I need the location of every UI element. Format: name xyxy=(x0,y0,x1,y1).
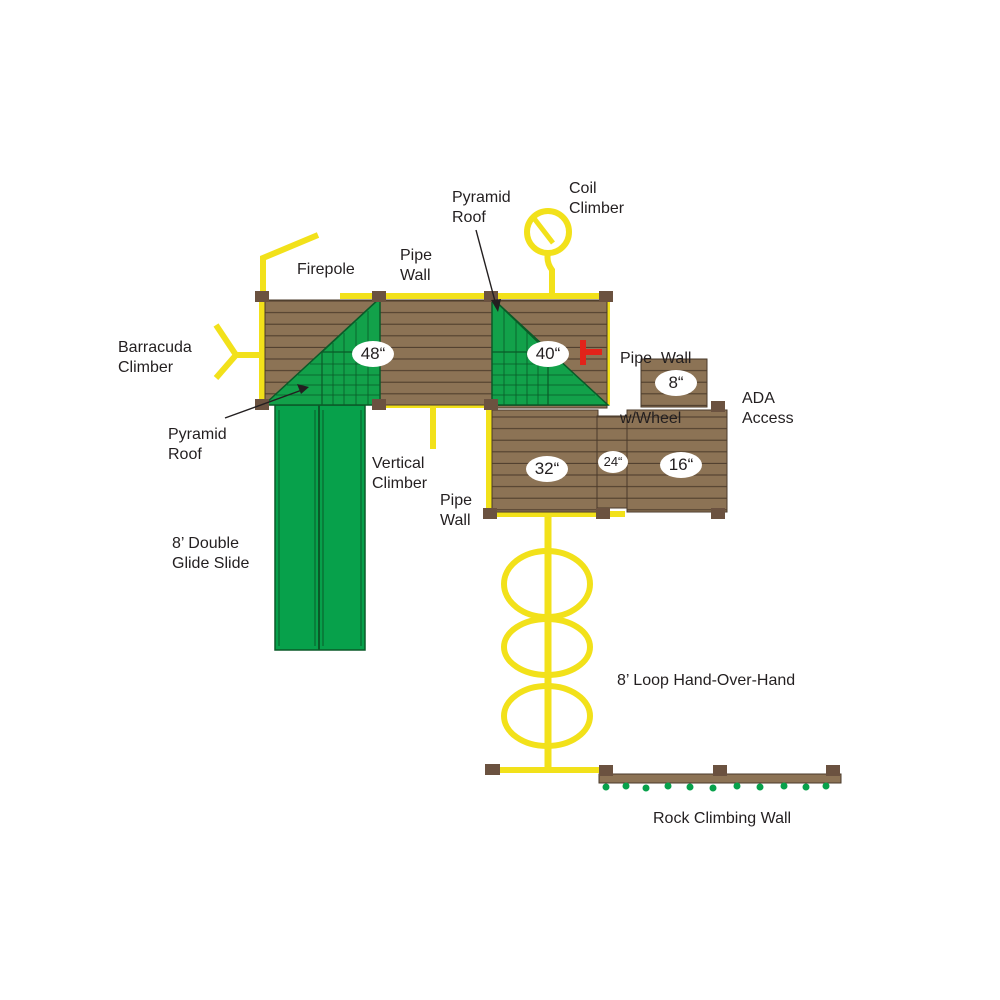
badge-deck-8: 8“ xyxy=(655,370,697,396)
badge-deck-40: 40“ xyxy=(527,341,569,367)
steering-wheel xyxy=(580,340,602,365)
deck-middle xyxy=(379,299,493,406)
firepole xyxy=(260,232,320,297)
label-coil-climber: Coil Climber xyxy=(569,180,625,217)
label-firepole: Firepole xyxy=(297,261,355,278)
badge-deck-32: 32“ xyxy=(526,456,568,482)
double-glide-slide xyxy=(274,404,366,651)
barracuda-climber xyxy=(213,323,261,380)
label-rock-climbing-wall: Rock Climbing Wall xyxy=(653,810,792,827)
label-double-glide-slide: 8’ Double Glide Slide xyxy=(172,535,250,572)
label-pipe-wall-top: Pipe Wall xyxy=(400,247,433,284)
label-pipe-wall-bottom: Pipe Wall xyxy=(440,492,473,529)
label-vertical-climber: Vertical Climber xyxy=(372,455,428,492)
loop-hand-over-hand xyxy=(495,514,605,773)
label-ada-access: ADA Access xyxy=(742,390,794,427)
badge-deck-24: 24“ xyxy=(598,451,628,473)
label-pyramid-roof-top: Pyramid Roof xyxy=(452,189,511,226)
badge-deck-16: 16“ xyxy=(660,452,702,478)
leader-arrow-roof-left xyxy=(224,384,309,419)
label-pipe-wall-wheel: Pipe Wall w/Wheel xyxy=(620,350,692,427)
badge-deck-48: 48“ xyxy=(352,341,394,367)
leader-arrow-roof-top xyxy=(475,229,501,312)
label-pyramid-roof-left: Pyramid Roof xyxy=(168,426,227,463)
label-barracuda-climber: Barracuda Climber xyxy=(118,339,192,376)
label-loop-hand-over-hand: 8’ Loop Hand-Over-Hand xyxy=(617,672,796,689)
coil-climber xyxy=(524,208,572,296)
rock-climbing-wall xyxy=(598,765,842,792)
